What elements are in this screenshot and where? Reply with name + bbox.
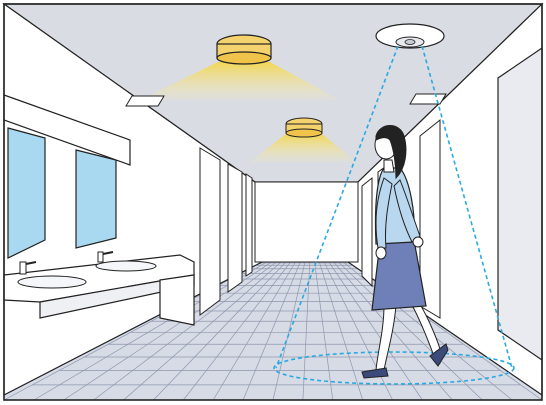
mirror-right (76, 150, 116, 248)
stall-panel-2 (228, 164, 242, 292)
stall-panel-3 (246, 174, 252, 276)
stall-panel-4 (362, 178, 372, 286)
ceiling-vent-icon (126, 96, 164, 106)
vanity-cabinet (160, 275, 194, 325)
mirror-left (8, 128, 45, 258)
stall-panel-1 (200, 148, 220, 315)
right-door (498, 48, 542, 360)
ceiling-vent-icon (410, 94, 446, 104)
motion-sensor-icon (376, 24, 444, 48)
end-wall (255, 182, 358, 262)
sink-basin-2 (96, 261, 156, 271)
ceiling-light-icon (217, 35, 271, 64)
ceiling-light-icon (286, 118, 322, 137)
sink-basin-1 (18, 276, 86, 288)
